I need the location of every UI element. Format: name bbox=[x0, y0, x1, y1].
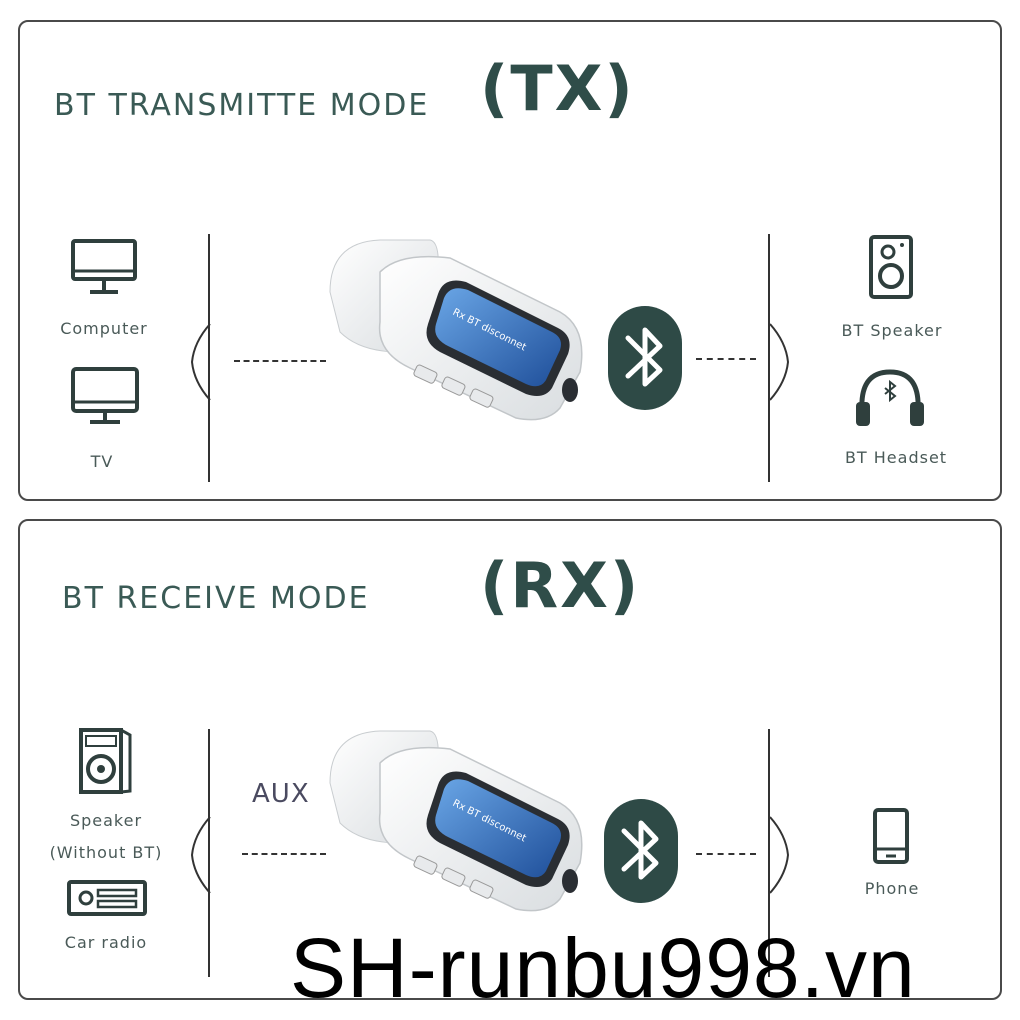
tv-label: TV bbox=[90, 452, 114, 471]
phone-icon bbox=[873, 808, 909, 864]
left-dashed-connector bbox=[242, 853, 326, 855]
headset-icon bbox=[856, 369, 924, 426]
right-brace bbox=[769, 816, 790, 894]
watermark-text: SH-runbu998.vn bbox=[290, 921, 916, 1015]
car-radio-icon bbox=[67, 880, 147, 916]
computer-label: Computer bbox=[60, 319, 148, 338]
bookshelf-speaker-icon bbox=[79, 728, 132, 794]
phone-label: Phone bbox=[864, 879, 920, 898]
rx-mode-panel: BT RECEIVE MODE (RX) Speaker (Without BT… bbox=[18, 519, 1002, 1000]
tx-mode-title: BT TRANSMITTE MODE bbox=[54, 88, 430, 123]
aux-label: AUX bbox=[252, 779, 310, 809]
left-divider bbox=[208, 729, 210, 977]
speaker-icon bbox=[869, 235, 913, 299]
bluetooth-icon bbox=[608, 306, 682, 410]
right-divider bbox=[768, 234, 770, 482]
left-dashed-connector bbox=[234, 360, 326, 362]
rx-mode-title: BT RECEIVE MODE bbox=[62, 581, 370, 616]
rx-mode-code: (RX) bbox=[480, 549, 641, 622]
car-radio-label: Car radio bbox=[64, 933, 148, 952]
bt-speaker-label: BT Speaker bbox=[841, 321, 943, 340]
right-dashed-connector bbox=[696, 358, 756, 360]
bluetooth-dongle: Rx BT disconnet bbox=[329, 239, 583, 421]
bt-headset-label: BT Headset bbox=[844, 448, 948, 467]
bluetooth-dongle: Rx BT disconnet bbox=[329, 730, 583, 912]
left-brace bbox=[190, 323, 211, 401]
computer-monitor-icon bbox=[71, 239, 137, 294]
right-dashed-connector bbox=[696, 853, 756, 855]
tv-icon bbox=[71, 367, 139, 424]
left-divider bbox=[208, 234, 210, 482]
speaker-sublabel: (Without BT) bbox=[49, 843, 163, 862]
left-brace bbox=[190, 816, 211, 894]
tx-mode-panel: BT TRANSMITTE MODE (TX) Computer TV bbox=[18, 20, 1002, 501]
bluetooth-icon bbox=[604, 799, 678, 903]
right-brace bbox=[769, 323, 790, 401]
right-divider bbox=[768, 729, 770, 977]
tx-mode-code: (TX) bbox=[480, 52, 635, 125]
speaker-label: Speaker bbox=[69, 811, 143, 830]
